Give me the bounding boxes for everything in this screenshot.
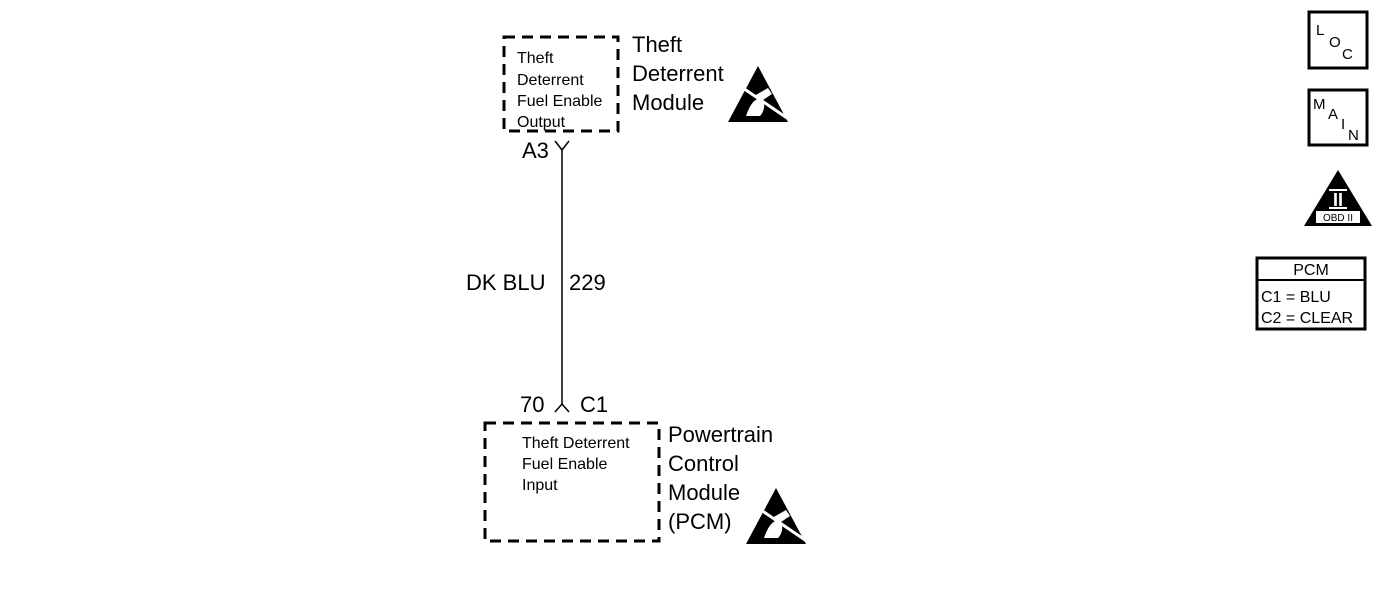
pcm-legend-title: PCM	[1293, 262, 1329, 279]
main-icon-letter: A	[1328, 106, 1338, 123]
connector-male-symbol	[554, 402, 570, 413]
theft-module-pin-label: A3	[522, 138, 549, 163]
loc-icon[interactable]: L O C	[1307, 10, 1369, 70]
theft-module-internal-line: Deterrent	[517, 72, 584, 89]
main-icon-letter: M	[1313, 96, 1326, 113]
theft-module-name-line: Deterrent	[632, 61, 724, 86]
main-icon[interactable]: M A I N	[1307, 88, 1369, 147]
obd-ii-numeral: II	[1333, 190, 1343, 210]
pcm-name-line: Module	[668, 480, 740, 505]
pcm-connector-label: C1	[580, 392, 608, 417]
pcm-internal-line: Input	[522, 477, 558, 494]
theft-module-internal-line: Output	[517, 114, 566, 131]
main-icon-letter: N	[1348, 127, 1359, 144]
pcm-name-line: Powertrain	[668, 422, 773, 447]
loc-icon-letter: L	[1316, 22, 1324, 39]
theft-module-name-line: Theft	[632, 32, 682, 57]
loc-icon-letter: O	[1329, 34, 1341, 51]
theft-module-dashed-box	[502, 35, 620, 133]
electrostatic-discharge-icon	[746, 488, 809, 544]
wire-color-label: DK BLU	[466, 270, 545, 295]
pcm-legend-row: C1 = BLU	[1261, 289, 1331, 306]
wire-circuit-label: 229	[569, 270, 606, 295]
pcm-connector-legend: PCM C1 = BLU C2 = CLEAR	[1255, 256, 1367, 331]
electrostatic-discharge-icon	[728, 66, 791, 122]
pcm-name-line: Control	[668, 451, 739, 476]
theft-module-internal-line: Theft	[517, 50, 554, 67]
main-icon-letter: I	[1341, 116, 1345, 133]
pcm-pin-label: 70	[520, 392, 544, 417]
pcm-dashed-box	[483, 421, 661, 543]
theft-module-name-line: Module	[632, 90, 704, 115]
pcm-name-line: (PCM)	[668, 509, 732, 534]
wire-circuit-229: DK BLU 229	[466, 150, 606, 404]
theft-module-internal-line: Fuel Enable	[517, 93, 602, 110]
connector-female-symbol	[554, 140, 570, 152]
loc-icon-letter: C	[1342, 46, 1353, 63]
pcm-internal-line: Theft Deterrent	[522, 435, 630, 452]
pcm-legend-row: C2 = CLEAR	[1261, 310, 1353, 327]
obd-ii-label: OBD II	[1323, 213, 1353, 224]
obd-ii-icon[interactable]: II OBD II	[1304, 170, 1372, 226]
powertrain-control-module: 70 C1 Theft Deterrent Fuel Enable Input …	[483, 392, 809, 544]
theft-deterrent-module: Theft Deterrent Fuel Enable Output Theft…	[502, 32, 791, 163]
pcm-internal-line: Fuel Enable	[522, 456, 607, 473]
